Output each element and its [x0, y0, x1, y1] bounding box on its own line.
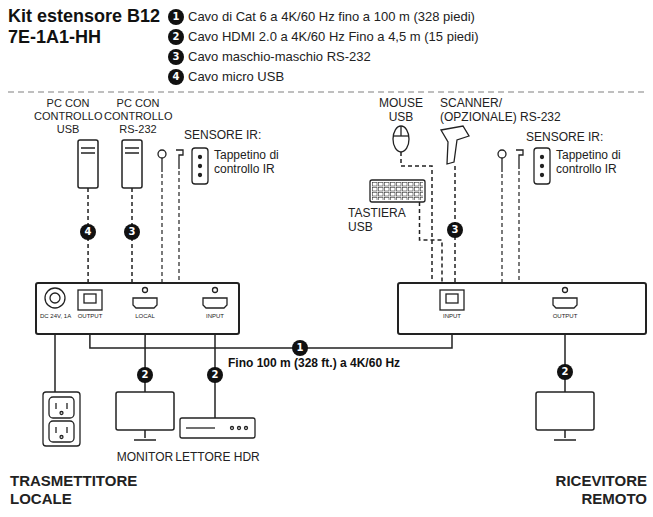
rx-ports [440, 288, 577, 311]
port-label: INPUT [206, 313, 224, 320]
ir-wires [162, 171, 519, 282]
separator [8, 91, 645, 93]
node-label: Tappetino di controllo IR [556, 148, 631, 176]
callout-number: 2 [168, 29, 184, 45]
cable-connector [420, 202, 443, 282]
callout-number: 3 [447, 222, 463, 238]
cable-connector [144, 335, 146, 392]
pc-icons [78, 140, 142, 188]
port-label: LOCAL [135, 313, 155, 320]
node-label: RICEVITORE REMOTO [517, 472, 647, 508]
rx-peripherals [370, 126, 469, 202]
text-label: SENSORE IR: [526, 130, 603, 144]
node-label: TASTIERA USB [348, 206, 408, 234]
node-label: SCANNER/ (OPZIONALE) RS-232 [440, 96, 570, 124]
monitor: MONITOR [116, 392, 174, 440]
port-label: OUTPUT [553, 313, 578, 320]
legend-text: Cavo di Cat 6 a 4K/60 Hz fino a 100 m (3… [188, 9, 475, 25]
pc-rs232: PC CON CONTROLLO RS-232 [122, 140, 142, 188]
cable-connector [401, 152, 432, 282]
ir-mat: Tappetino di controllo IR [534, 148, 550, 184]
tx-ports [45, 288, 227, 311]
pc-usb: PC CON CONTROLLO USB [78, 140, 98, 188]
monitors [116, 335, 594, 440]
node-label: MONITOR [105, 450, 185, 464]
node-label: TRASMETTITORE LOCALE [10, 472, 180, 508]
keyboard: TASTIERA USB [370, 180, 425, 202]
transmitter-box: TRASMETTITORE LOCALE [35, 282, 240, 335]
callout-number: 3 [124, 224, 140, 240]
callout-number: 3 [168, 49, 184, 65]
port-label: INPUT [443, 313, 461, 320]
callout-number: 1 [292, 340, 308, 356]
ir-mats [192, 148, 550, 184]
node-label: MOUSE USB [376, 96, 426, 124]
node-label: PC CON CONTROLLO RS-232 [104, 97, 172, 136]
node-label: PC CON CONTROLLO USB [34, 97, 102, 136]
title: Kit estensore B12 7E-1A1-HH [8, 6, 168, 48]
callout-number: 4 [168, 69, 184, 85]
scanner: SCANNER/ (OPZIONALE) RS-232 [440, 126, 470, 166]
ir-sensors [158, 150, 523, 172]
hdr-player [180, 418, 255, 438]
callout-number: 4 [80, 224, 96, 240]
node-label: Tappetino di controllo IR [214, 148, 286, 176]
text-label: SENSORE IR: [184, 128, 261, 142]
callout-number: 1 [168, 9, 184, 25]
legend-text: Cavo maschio-maschio RS-232 [188, 49, 371, 65]
port-label: OUTPUT [78, 313, 103, 320]
receiver-box: RICEVITORE REMOTO [397, 282, 647, 335]
text-label: DC 24V, 1A [40, 313, 71, 320]
mouse: MOUSE USB [393, 126, 409, 152]
node-label: LETTORE HDR [175, 450, 260, 464]
hdr-player: LETTORE HDR [180, 418, 255, 438]
ir-mat: Tappetino di controllo IR [192, 148, 208, 184]
callout-number: 2 [137, 367, 153, 383]
cable-connector [90, 335, 452, 348]
legend-text: Cavo HDMI 2.0 a 4K/60 Hz Fino a 4,5 m (1… [188, 29, 478, 45]
callout-number: 2 [207, 367, 223, 383]
power-outlet [43, 335, 80, 446]
cable-label: Fino 100 m (328 ft.) a 4K/60 Hz [226, 356, 402, 370]
callout-number: 2 [557, 364, 573, 380]
legend-text: Cavo micro USB [188, 69, 284, 85]
